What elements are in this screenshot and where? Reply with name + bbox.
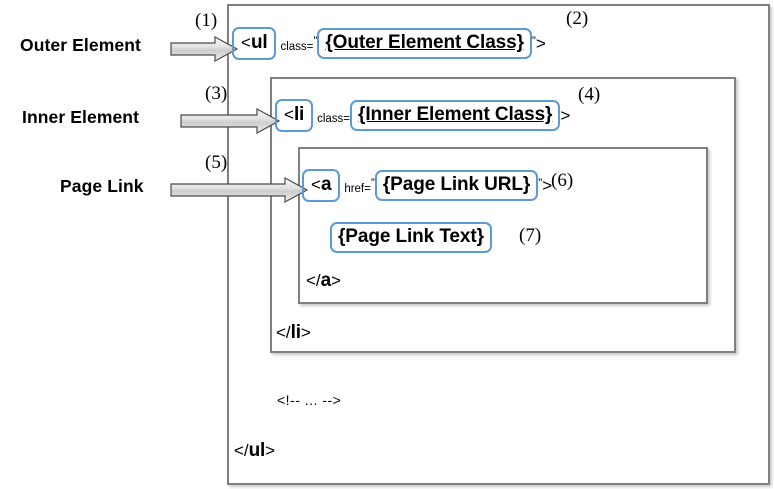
li-close-tag-line: </li>	[276, 322, 311, 344]
callout-2: (2)	[566, 8, 589, 29]
ul-open-bracket: <	[241, 33, 251, 52]
label-outer-element: Outer Element	[20, 35, 141, 55]
page-link-url-value: {Page Link URL}	[382, 174, 531, 195]
a-open-tag-line: <a href= ” {Page Link URL} ” >	[302, 169, 552, 202]
page-link-container	[298, 147, 708, 304]
ul-class-attribute: class=	[280, 40, 314, 53]
ul-close-quote: ”	[531, 33, 536, 48]
callout-7: (7)	[519, 225, 542, 246]
label-inner-element: Inner Element	[22, 107, 140, 127]
a-close-tag-line: </a>	[306, 270, 341, 292]
li-close-bracket: >	[560, 105, 571, 125]
page-link-text-highlight: {Page Link Text}	[330, 222, 492, 253]
a-close-suffix: >	[331, 271, 341, 290]
li-open-tag-line: <li class= {Inner Element Class} >	[275, 99, 570, 132]
ul-close-bracket: >	[535, 33, 546, 53]
a-close-prefix: </	[306, 271, 321, 290]
page-link-text-value: {Page Link Text}	[338, 226, 484, 247]
a-close-tag-name: a	[320, 270, 332, 291]
ul-close-tag-name: ul	[248, 440, 266, 461]
html-comment-placeholder: <!-- ... -->	[277, 392, 342, 408]
ul-close-tag-line: </ul>	[234, 440, 275, 462]
callout-1: (1)	[195, 10, 218, 31]
ul-tag-highlight: <ul	[232, 27, 277, 60]
callout-6: (6)	[551, 170, 574, 191]
a-close-bracket: >	[542, 175, 553, 195]
a-close-quote: ”	[538, 175, 543, 190]
li-open-bracket: <	[284, 105, 294, 124]
li-close-prefix: </	[276, 323, 291, 342]
inner-element-class-highlight: {Inner Element Class}	[350, 100, 561, 131]
li-close-tag-name: li	[290, 322, 301, 343]
a-open-bracket: <	[311, 175, 321, 194]
arrow-to-page-link-icon	[170, 177, 308, 203]
label-page-link: Page Link	[60, 176, 144, 196]
ul-open-tag-line: <ul class= ” {Outer Element Class} ” >	[232, 27, 546, 60]
a-tag-name: a	[320, 174, 332, 195]
a-href-attribute: href=	[344, 182, 371, 195]
page-link-url-highlight: {Page Link URL}	[374, 170, 539, 201]
li-tag-name: li	[293, 104, 305, 125]
arrow-to-inner-element-icon	[180, 108, 280, 134]
page-link-text-line: {Page Link Text}	[330, 222, 492, 253]
callout-5: (5)	[205, 152, 228, 173]
callout-3: (3)	[205, 83, 228, 104]
ul-open-quote: ”	[313, 33, 318, 48]
li-class-attribute: class=	[317, 112, 351, 125]
arrow-to-outer-element-icon	[170, 36, 238, 62]
outer-element-class-highlight: {Outer Element Class}	[317, 28, 532, 59]
outer-element-class-value: {Outer Element Class}	[325, 32, 524, 53]
ul-close-prefix: </	[234, 441, 249, 460]
callout-4: (4)	[578, 84, 601, 105]
li-close-suffix: >	[300, 323, 311, 342]
inner-element-class-value: {Inner Element Class}	[358, 104, 553, 125]
a-tag-highlight: <a	[302, 169, 341, 202]
li-tag-highlight: <li	[275, 99, 314, 132]
ul-tag-name: ul	[250, 32, 268, 53]
ul-close-suffix: >	[265, 441, 276, 460]
a-open-quote: ”	[370, 175, 375, 190]
